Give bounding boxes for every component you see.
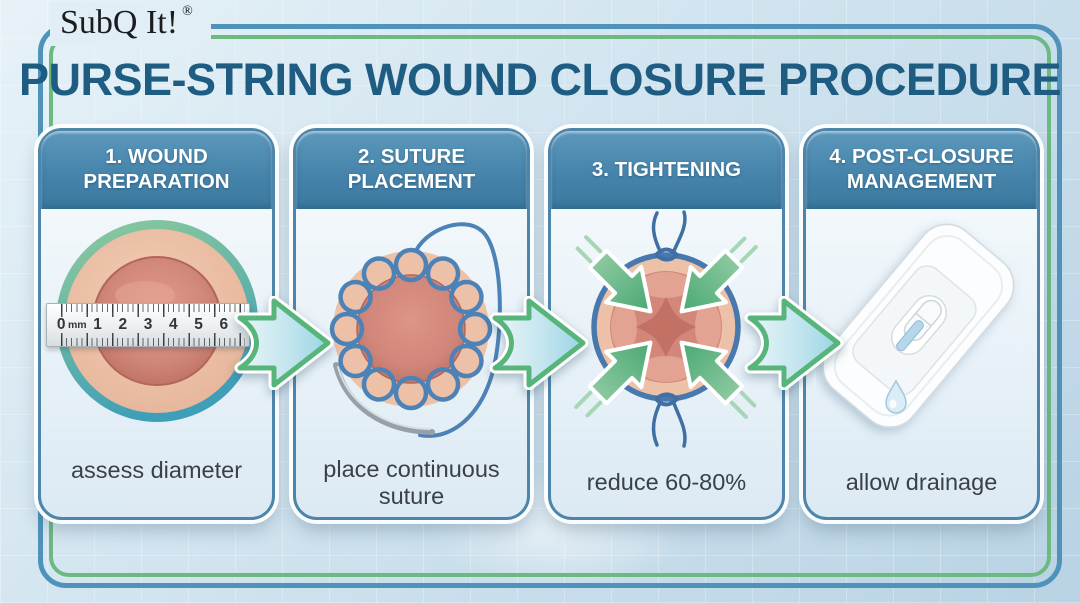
ruler-unit-label: mm [67, 319, 87, 331]
step-3-header: 3. TIGHTENING [551, 131, 782, 209]
tightening-illustration [551, 209, 782, 449]
suture-placement-illustration [296, 209, 527, 449]
procedure-steps-row: 1. WOUND PREPARATION [38, 128, 1040, 520]
step-3-caption: reduce 60-80% [586, 469, 747, 496]
step-card-wound-preparation: 1. WOUND PREPARATION [38, 128, 275, 520]
step-card-tightening: 3. TIGHTENING [548, 128, 785, 520]
ruler-mark-3: 3 [143, 316, 153, 333]
ruler-major-ticks-top [61, 304, 245, 317]
flow-arrow-step3-to-step4-icon [742, 295, 846, 391]
wound-with-ruler-illustration: 0 mm 1 2 3 4 5 6 [41, 209, 272, 437]
drainage-dressing-illustration [806, 209, 1037, 449]
flow-arrow-step1-to-step2-icon [232, 295, 336, 391]
step-2-header: 2. SUTURE PLACEMENT [296, 131, 527, 209]
ruler-mark-6: 6 [219, 316, 229, 333]
brand-name: SubQ It! [60, 4, 179, 41]
ruler-mark-0: 0 [56, 316, 66, 333]
ruler-mark-1: 1 [93, 316, 102, 333]
ruler-mark-2: 2 [118, 316, 128, 333]
step-4-header: 4. POST-CLOSURE MANAGEMENT [806, 131, 1037, 209]
tightening-arrows-graphic [573, 210, 758, 448]
ruler-mark-4: 4 [168, 316, 178, 333]
ruler-mark-5: 5 [194, 316, 203, 333]
step-1-header: 1. WOUND PREPARATION [41, 131, 272, 209]
step-2-caption: place continuous suture [323, 455, 500, 509]
ruler-major-ticks-bottom [61, 333, 245, 346]
step-card-post-closure: 4. POST-CLOSURE MANAGEMENT [803, 128, 1040, 520]
suture-loops-graphic [329, 222, 502, 438]
flow-arrow-step2-to-step3-icon [487, 295, 591, 391]
step-4-caption: allow drainage [845, 469, 998, 496]
registered-mark-icon: ® [182, 4, 193, 19]
ruler: 0 mm 1 2 3 4 5 6 [46, 303, 250, 347]
page-title: PURSE-STRING WOUND CLOSURE PROCEDURE [18, 54, 1062, 105]
dressing-graphic [821, 223, 1014, 428]
step-1-caption: assess diameter [70, 457, 243, 484]
brand-logo: SubQ It!® [50, 2, 211, 46]
